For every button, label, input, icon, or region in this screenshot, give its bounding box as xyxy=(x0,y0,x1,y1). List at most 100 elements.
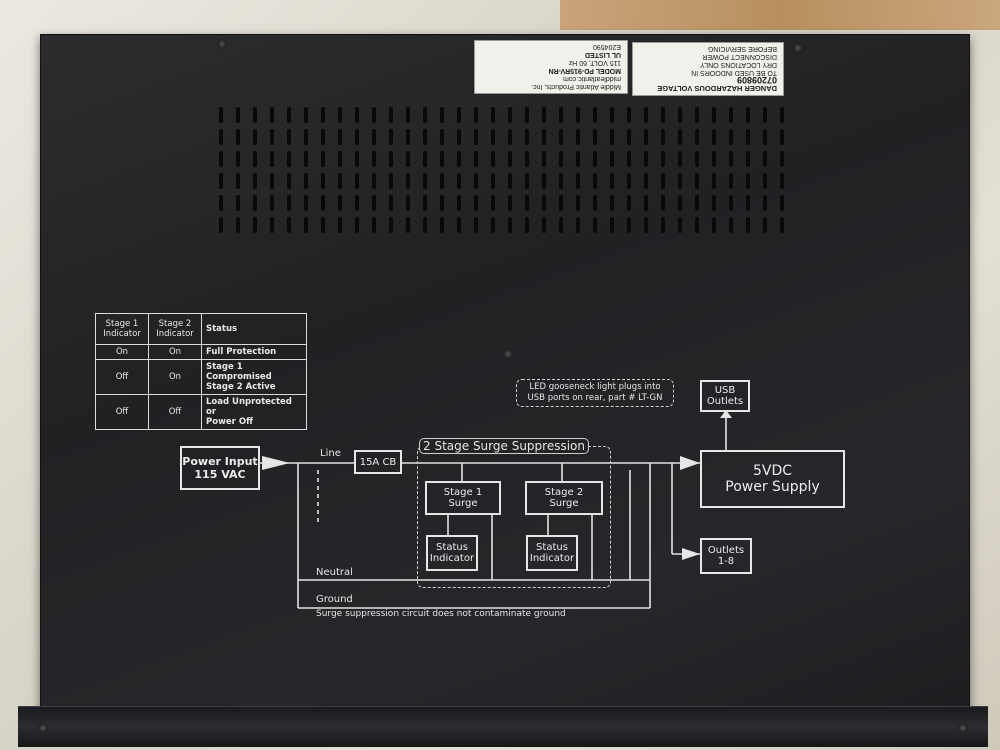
usb-outlets-label: USB Outlets xyxy=(706,385,744,407)
vent-slot xyxy=(457,195,461,211)
vent-slot xyxy=(236,217,240,233)
vent-slot xyxy=(525,129,529,145)
screw xyxy=(503,349,513,359)
outlets-label: Outlets 1-8 xyxy=(707,545,745,567)
vent-slot xyxy=(695,107,699,123)
stage2-surge-label: Stage 2 Surge xyxy=(544,487,584,509)
table-row: Off On Stage 1 Compromised Stage 2 Activ… xyxy=(95,359,307,395)
vent-slot xyxy=(780,173,784,189)
vent-slot xyxy=(695,217,699,233)
stage1-surge-box: Stage 1 Surge xyxy=(425,481,501,515)
vent-slot xyxy=(236,173,240,189)
outlets-box: Outlets 1-8 xyxy=(700,538,752,574)
vent-slot xyxy=(610,195,614,211)
vent-slot xyxy=(627,173,631,189)
breaker-box: 15A CB xyxy=(354,450,402,474)
vent-slot xyxy=(508,217,512,233)
vent-slot xyxy=(440,151,444,167)
power-input-label: Power Input 115 VAC xyxy=(182,455,258,481)
vent-slot xyxy=(559,195,563,211)
vent-slot xyxy=(372,195,376,211)
vent-slot xyxy=(661,195,665,211)
table-cell: Stage 1 Compromised Stage 2 Active xyxy=(201,359,307,395)
vent-slot xyxy=(610,129,614,145)
vent-slot xyxy=(780,107,784,123)
vent-slot xyxy=(389,217,393,233)
vent-slot xyxy=(559,151,563,167)
vent-slot xyxy=(712,173,716,189)
vent-slot xyxy=(763,173,767,189)
vent-slot xyxy=(746,151,750,167)
vent-slot xyxy=(678,107,682,123)
vent-slot xyxy=(610,217,614,233)
vent-slot xyxy=(576,129,580,145)
vent-slot xyxy=(423,217,427,233)
vent-slot xyxy=(678,217,682,233)
vent-slot xyxy=(287,195,291,211)
vent-slot xyxy=(780,217,784,233)
vent-slot xyxy=(712,151,716,167)
screw xyxy=(793,43,803,53)
vent-slot xyxy=(406,173,410,189)
vent-slot xyxy=(491,173,495,189)
vent-slot xyxy=(780,129,784,145)
vent-slot xyxy=(627,107,631,123)
vent-slot xyxy=(576,217,580,233)
vent-slot xyxy=(253,195,257,211)
vent-slot xyxy=(355,173,359,189)
vent-slot xyxy=(627,151,631,167)
vent-slot xyxy=(491,195,495,211)
table-header: Stage 2 Indicator xyxy=(148,313,202,345)
vent-slot xyxy=(474,151,478,167)
vent-slot xyxy=(525,195,529,211)
stage1-surge-label: Stage 1 Surge xyxy=(443,487,483,509)
screw xyxy=(217,39,227,49)
vent-slot xyxy=(542,129,546,145)
vent-slot xyxy=(321,129,325,145)
vent-slot xyxy=(338,173,342,189)
vent-slot xyxy=(406,151,410,167)
vent-slot xyxy=(440,173,444,189)
vent-slot xyxy=(729,195,733,211)
vent-slot xyxy=(440,217,444,233)
vent-slot xyxy=(253,173,257,189)
vent-slot xyxy=(712,217,716,233)
vent-slot xyxy=(270,173,274,189)
vent-slot xyxy=(219,195,223,211)
vent-slot xyxy=(474,217,478,233)
vent-slot xyxy=(270,129,274,145)
vent-slot xyxy=(440,107,444,123)
vent-slot xyxy=(678,151,682,167)
vent-slot xyxy=(525,217,529,233)
vent-slot xyxy=(406,217,410,233)
vent-slot xyxy=(338,217,342,233)
vent-slot xyxy=(253,129,257,145)
vent-slot xyxy=(763,195,767,211)
vent-slot xyxy=(253,107,257,123)
vent-slot xyxy=(372,151,376,167)
vent-slot xyxy=(729,173,733,189)
vent-slot xyxy=(678,173,682,189)
vent-slot xyxy=(440,129,444,145)
front-rack-lip xyxy=(18,706,988,747)
vent-slot xyxy=(661,151,665,167)
vent-slot xyxy=(321,217,325,233)
vent-slot xyxy=(661,217,665,233)
vent-slot xyxy=(695,129,699,145)
table-cell: Off xyxy=(148,394,202,430)
power-supply-label: 5VDC Power Supply xyxy=(725,463,820,495)
stage1-status-label: Status Indicator xyxy=(429,542,475,564)
vent-slot xyxy=(406,195,410,211)
vent-slot xyxy=(576,173,580,189)
vent-slot xyxy=(746,217,750,233)
vent-slot xyxy=(304,217,308,233)
vent-slot xyxy=(440,195,444,211)
usb-outlets-box: USB Outlets xyxy=(700,380,750,412)
vent-slot xyxy=(593,217,597,233)
vent-slot xyxy=(695,195,699,211)
status-table: Stage 1 Indicator Stage 2 Indicator Stat… xyxy=(95,313,307,430)
table-cell: Off xyxy=(95,394,149,430)
vent-slot xyxy=(474,195,478,211)
vent-slot xyxy=(304,173,308,189)
vent-slot xyxy=(644,129,648,145)
